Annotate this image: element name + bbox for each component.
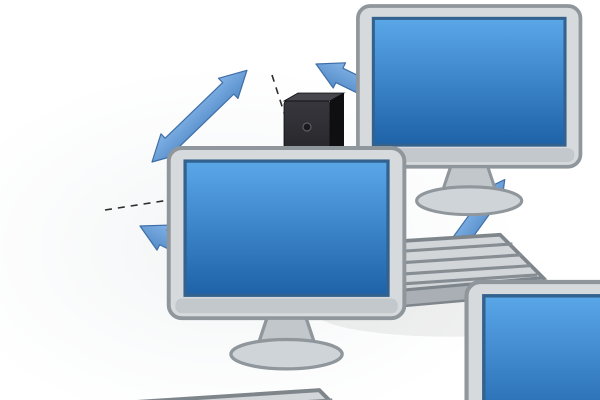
client-computer-left: Client computer (left)	[115, 147, 453, 400]
server-logo-badge	[302, 122, 312, 132]
